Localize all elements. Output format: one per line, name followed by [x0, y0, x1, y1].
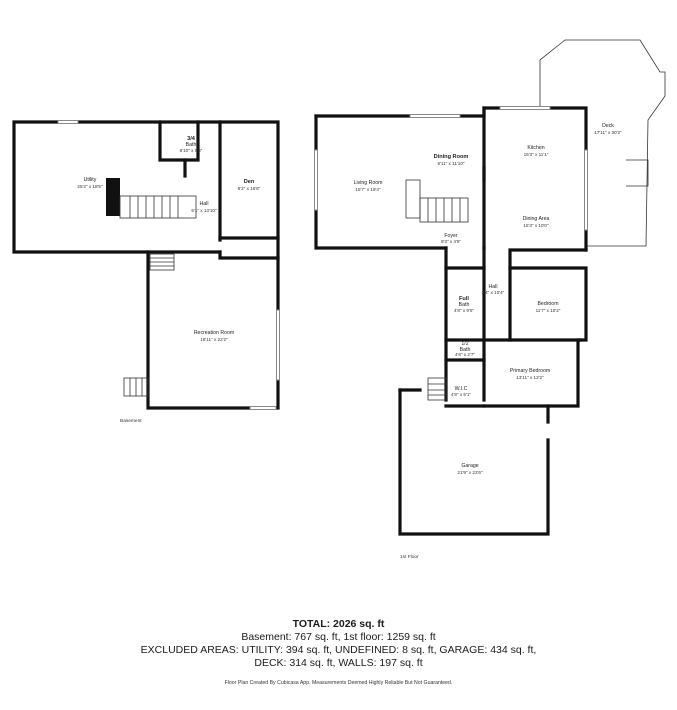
garage-name: Garage	[461, 463, 478, 469]
wic-stairs	[427, 377, 447, 401]
deck-dim: 17'11" x 30'2"	[594, 130, 622, 135]
exterior-stairs	[123, 377, 149, 397]
wic-dim: 4'8" x 5'1"	[451, 392, 471, 397]
den-dim: 8'2" x 16'8"	[238, 186, 261, 191]
first-floor-stairs	[419, 197, 469, 223]
window	[249, 406, 277, 410]
furnace-block	[106, 178, 120, 216]
wic-name: W.I.C	[455, 386, 468, 392]
foyer-name: Foyer	[444, 233, 458, 239]
garage-dim: 21'9" x 23'6"	[457, 470, 483, 475]
fullbath-name: Full	[459, 296, 469, 302]
fullbath-dim: 4'8" x 9'5"	[454, 308, 474, 313]
floor-plan-drawing: Utility 25'2" x 18'5" 3/4 Bath 8'10" x 5…	[12, 39, 666, 560]
basement-stairs	[119, 195, 197, 219]
kitchen-name: Kitchen	[527, 145, 544, 151]
bath34-dim: 8'10" x 5'6"	[180, 148, 203, 153]
deck-name: Deck	[602, 123, 614, 129]
recroom-name: Recreation Room	[194, 330, 234, 336]
basement-plan: Utility 25'2" x 18'5" 3/4 Bath 8'10" x 5…	[12, 120, 280, 424]
bath34-name: 3/4	[187, 136, 196, 142]
summary-total: TOTAL: 2026 sq. ft	[292, 618, 385, 630]
living-dim: 15'7" x 19'4"	[355, 187, 381, 192]
den-name: Den	[244, 179, 255, 185]
basement-label: Basement	[120, 418, 142, 424]
kitchen-dim: 15'3" x 11'1"	[524, 152, 549, 157]
fullbath-name2: Bath	[459, 302, 470, 308]
first-floor-plan: Dining Room 9'11" x 11'10" Living Room 1…	[314, 39, 666, 560]
recroom-dim: 18'11" x 22'2"	[200, 337, 228, 342]
rec-stairs	[149, 253, 175, 271]
window	[499, 106, 551, 110]
foyer-dim: 9'3" x 4'5"	[441, 239, 461, 244]
summary-floor-areas: Basement: 767 sq. ft, 1st floor: 1259 sq…	[241, 631, 436, 643]
first-floor-label: 1st Floor	[400, 554, 419, 560]
primary-dim: 13'11" x 12'2"	[516, 375, 544, 380]
halfbath-name: 1/2	[461, 341, 468, 347]
summary-excluded-areas: EXCLUDED AREAS: UTILITY: 394 sq. ft, UND…	[140, 644, 537, 656]
utility-dim: 25'2" x 18'5"	[77, 184, 103, 189]
window	[276, 309, 280, 381]
dining-name: Dining Room	[434, 154, 469, 160]
deck-outline	[539, 39, 666, 247]
primary-name: Primary Bedroom	[510, 368, 550, 374]
first-hall-dim: 3'4" x 10'4"	[482, 290, 505, 295]
bedroom-dim: 11'7" x 10'2"	[536, 308, 561, 313]
bath34-name2: Bath	[186, 142, 197, 148]
diningarea-name: Dining Area	[523, 216, 550, 222]
summary-excluded-areas-cont: DECK: 314 sq. ft, WALLS: 197 sq. ft	[254, 657, 423, 669]
halfbath-name2: Bath	[460, 347, 471, 353]
basement-hall-dim: 5'1" x 13'10"	[191, 208, 217, 213]
window	[409, 114, 461, 118]
bedroom-name: Bedroom	[537, 301, 558, 307]
fireplace	[405, 179, 421, 219]
living-name: Living Room	[354, 180, 383, 186]
first-hall-name: Hall	[489, 284, 498, 290]
credit-note: Floor Plan Created By Cubicasa App. Meas…	[224, 680, 453, 686]
utility-name: Utility	[84, 177, 97, 183]
window	[314, 149, 318, 211]
window	[584, 149, 588, 231]
halfbath-dim: 4'6" x 2'7"	[455, 352, 475, 357]
window	[57, 120, 79, 124]
diningarea-dim: 15'3" x 10'0"	[523, 223, 549, 228]
dining-dim: 9'11" x 11'10"	[437, 161, 464, 166]
basement-hall-name: Hall	[200, 201, 209, 207]
